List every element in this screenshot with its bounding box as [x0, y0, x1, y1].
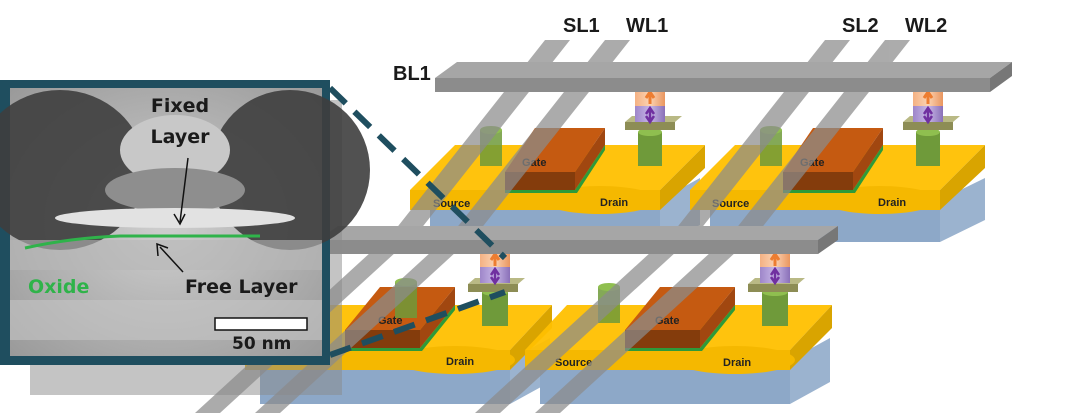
gate-label: Gate	[378, 315, 402, 327]
bl1-label: BL1	[393, 63, 431, 85]
bitline-front	[318, 226, 838, 254]
drain-label: Drain	[723, 357, 751, 369]
wl2-label: WL2	[905, 15, 947, 37]
sl2-label: SL2	[842, 15, 879, 37]
oxide-label: Oxide	[28, 276, 89, 298]
drain-label: Drain	[446, 356, 474, 368]
drain-label: Drain	[878, 197, 906, 209]
scale-bar	[214, 317, 308, 331]
free-layer-label: Free Layer	[185, 276, 298, 298]
tem-inset: Fixed Layer Free Layer Oxide 50 nm	[0, 80, 370, 395]
fixed-layer-label-line1: Fixed	[151, 95, 209, 117]
scale-bar-label: 50 nm	[232, 334, 291, 354]
callout-lines	[327, 85, 508, 358]
wl1-label: WL1	[626, 15, 668, 37]
drain-label: Drain	[600, 197, 628, 209]
sl1-label: SL1	[563, 15, 600, 37]
bitline-bl1	[435, 62, 1012, 92]
source-label: Source	[555, 357, 592, 369]
fixed-layer-label-line2: Layer	[151, 126, 211, 148]
